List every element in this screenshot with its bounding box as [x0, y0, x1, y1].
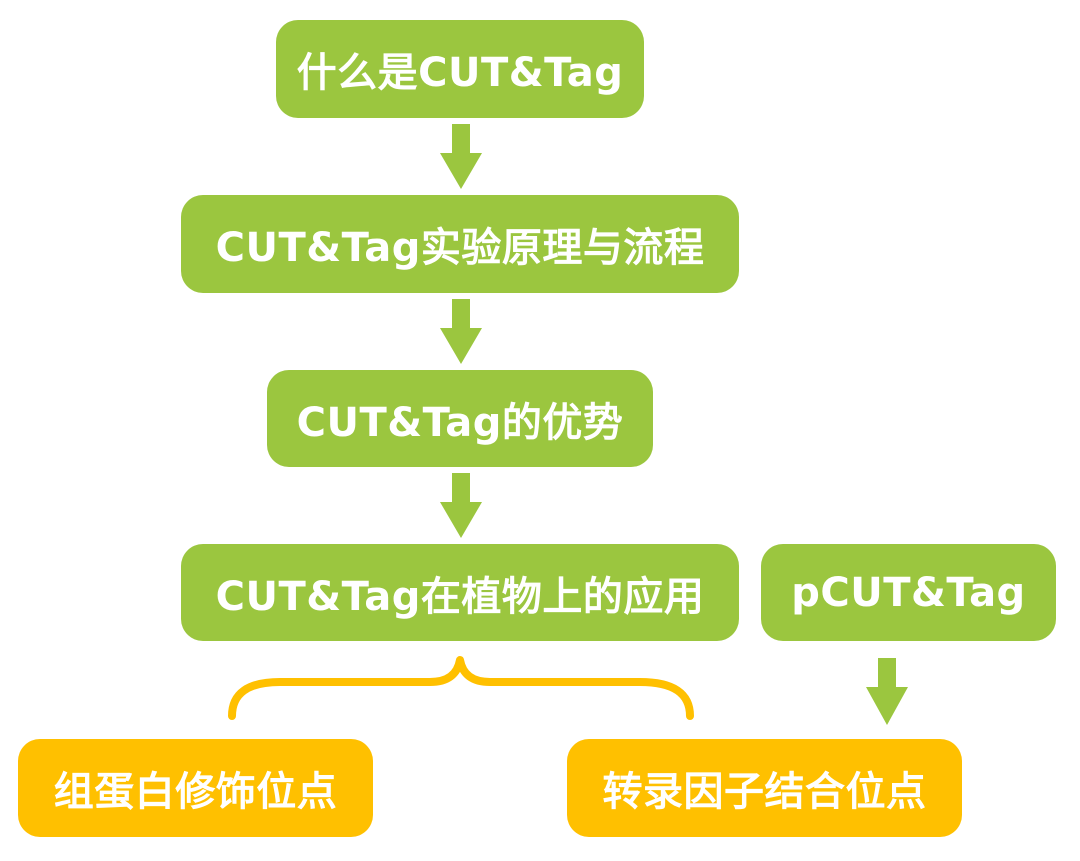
arrow-down-icon	[440, 124, 482, 189]
node-pcut-tag: pCUT&Tag	[761, 544, 1056, 641]
node-label: CUT&Tag实验原理与流程	[215, 225, 705, 271]
node-principle-and-workflow: CUT&Tag实验原理与流程	[181, 195, 739, 293]
node-histone-modification-sites: 组蛋白修饰位点	[18, 739, 373, 837]
arrow-down-icon	[866, 658, 908, 725]
arrow-down-icon	[440, 299, 482, 364]
node-label: pCUT&Tag	[791, 569, 1026, 616]
node-label: 转录因子结合位点	[602, 769, 927, 815]
node-plant-application: CUT&Tag在植物上的应用	[181, 544, 739, 641]
node-label: CUT&Tag在植物上的应用	[215, 573, 705, 620]
node-what-is-cut-tag: 什么是CUT&Tag	[276, 20, 644, 118]
brace-icon	[228, 656, 694, 720]
node-advantages: CUT&Tag的优势	[267, 370, 653, 467]
node-label: 什么是CUT&Tag	[296, 50, 624, 96]
node-label: 组蛋白修饰位点	[53, 769, 338, 815]
node-tf-binding-sites: 转录因子结合位点	[567, 739, 962, 837]
arrow-down-icon	[440, 473, 482, 538]
node-label: CUT&Tag的优势	[296, 399, 624, 446]
